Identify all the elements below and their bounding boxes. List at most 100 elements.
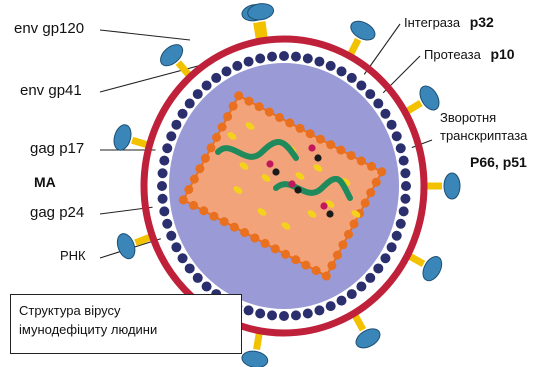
matrix-bead bbox=[157, 181, 167, 191]
matrix-bead bbox=[211, 73, 221, 83]
matrix-bead bbox=[159, 206, 169, 216]
matrix-bead bbox=[202, 81, 212, 91]
enzyme-dot bbox=[288, 180, 295, 187]
matrix-bead bbox=[279, 311, 289, 321]
spike bbox=[348, 17, 378, 58]
spike-knob bbox=[111, 123, 134, 152]
matrix-bead bbox=[373, 99, 383, 109]
label-ma: МА bbox=[34, 174, 56, 190]
matrix-bead bbox=[314, 57, 324, 67]
label-gag-p24: gag p24 bbox=[30, 204, 84, 221]
matrix-bead bbox=[396, 219, 406, 229]
matrix-bead bbox=[303, 53, 313, 63]
matrix-bead bbox=[202, 281, 212, 291]
integrase-name: Інтеграза bbox=[404, 15, 460, 30]
enzyme-dot bbox=[308, 144, 315, 151]
label-rt-codes: P66, p51 bbox=[470, 154, 527, 170]
matrix-bead bbox=[399, 206, 409, 216]
matrix-bead bbox=[279, 51, 289, 61]
matrix-bead bbox=[244, 57, 254, 67]
enzyme-dot bbox=[266, 160, 273, 167]
integrase-code: р32 bbox=[470, 14, 494, 30]
matrix-bead bbox=[399, 156, 409, 166]
spike bbox=[406, 253, 446, 283]
leader-gp120 bbox=[100, 30, 190, 40]
enzyme-dot bbox=[320, 202, 327, 209]
matrix-bead bbox=[347, 289, 357, 299]
matrix-bead bbox=[380, 253, 390, 263]
matrix-bead bbox=[185, 263, 195, 273]
caption-line-2: імунодефіциту людини bbox=[19, 320, 157, 339]
spike-knob bbox=[348, 17, 378, 43]
matrix-bead bbox=[178, 253, 188, 263]
matrix-bead bbox=[159, 156, 169, 166]
matrix-bead bbox=[193, 273, 203, 283]
label-rna: РНК bbox=[60, 248, 86, 263]
label-rt-line2: транскриптаза bbox=[440, 128, 527, 143]
matrix-bead bbox=[380, 109, 390, 119]
matrix-bead bbox=[162, 143, 172, 153]
matrix-bead bbox=[387, 242, 397, 252]
matrix-bead bbox=[221, 66, 231, 76]
matrix-bead bbox=[400, 168, 410, 178]
matrix-bead bbox=[255, 53, 265, 63]
matrix-bead bbox=[337, 296, 347, 306]
matrix-bead bbox=[267, 310, 277, 320]
enzyme-dot bbox=[272, 168, 279, 175]
matrix-bead bbox=[171, 242, 181, 252]
matrix-bead bbox=[303, 309, 313, 319]
matrix-bead bbox=[158, 168, 168, 178]
matrix-bead bbox=[185, 99, 195, 109]
spike bbox=[404, 83, 443, 114]
enzyme-dot bbox=[294, 186, 301, 193]
matrix-bead bbox=[326, 61, 336, 71]
label-env-gp41: env gp41 bbox=[20, 82, 82, 99]
caption-text: Структура вірусу імунодефіциту людини bbox=[19, 301, 157, 339]
matrix-bead bbox=[178, 109, 188, 119]
matrix-bead bbox=[326, 301, 336, 311]
matrix-bead bbox=[166, 131, 176, 141]
spike bbox=[422, 173, 460, 199]
protease-code: р10 bbox=[490, 46, 514, 62]
matrix-bead bbox=[255, 309, 265, 319]
matrix-bead bbox=[193, 89, 203, 99]
spike-knob bbox=[444, 173, 460, 199]
matrix-bead bbox=[365, 273, 375, 283]
caption-box: Структура вірусу імунодефіциту людини bbox=[10, 294, 242, 354]
matrix-bead bbox=[244, 305, 254, 315]
matrix-bead bbox=[267, 52, 277, 62]
matrix-bead bbox=[162, 219, 172, 229]
protease-name: Протеаза bbox=[424, 47, 481, 62]
matrix-bead bbox=[314, 305, 324, 315]
matrix-bead bbox=[401, 181, 411, 191]
spike-knob bbox=[419, 253, 445, 283]
label-gag-p17: gag p17 bbox=[30, 140, 84, 157]
matrix-bead bbox=[356, 281, 366, 291]
spike-knob bbox=[241, 349, 269, 367]
matrix-bead bbox=[291, 310, 301, 320]
matrix-bead bbox=[400, 194, 410, 204]
matrix-bead bbox=[232, 61, 242, 71]
matrix-bead bbox=[291, 52, 301, 62]
matrix-bead bbox=[392, 131, 402, 141]
label-rt-line1: Зворотня bbox=[440, 110, 496, 125]
matrix-bead bbox=[171, 120, 181, 130]
label-protease: Протеаза р10 bbox=[424, 46, 515, 62]
spike bbox=[353, 312, 384, 352]
spike-knob bbox=[416, 83, 443, 114]
matrix-bead bbox=[387, 120, 397, 130]
enzyme-dot bbox=[326, 210, 333, 217]
matrix-bead bbox=[166, 231, 176, 241]
matrix-bead bbox=[392, 231, 402, 241]
matrix-bead bbox=[347, 73, 357, 83]
label-integrase: Інтеграза р32 bbox=[404, 14, 494, 30]
matrix-bead bbox=[365, 89, 375, 99]
matrix-bead bbox=[158, 194, 168, 204]
matrix-bead bbox=[337, 66, 347, 76]
matrix-bead bbox=[396, 143, 406, 153]
label-env-gp120: env gp120 bbox=[14, 20, 84, 37]
spike-knob bbox=[353, 325, 384, 352]
spike bbox=[114, 231, 154, 261]
enzyme-dot bbox=[314, 154, 321, 161]
matrix-bead bbox=[373, 263, 383, 273]
